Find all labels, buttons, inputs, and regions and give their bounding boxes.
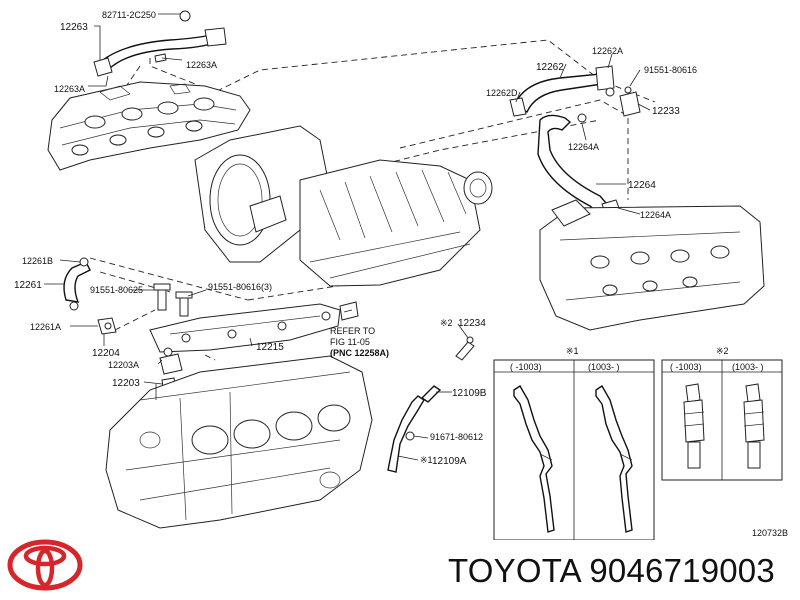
inset-1-left-header: ( -1003) [510,362,542,372]
intake-manifold [194,125,493,287]
hose-12263 [93,10,227,77]
label-12262: 12262 [536,62,564,73]
label-12204: 12204 [92,348,120,359]
figure-code: 120732B [752,528,788,538]
label-12203A: 12203A [108,360,139,370]
union-12234 [455,336,475,361]
hose-12261 [63,257,117,335]
label-12264A-lower: 12264A [640,210,671,220]
label-mark-2: ※2 [440,318,453,328]
cylinder-head-cover-right [539,199,765,331]
inset-2-mark: ※2 [716,346,729,356]
footer-part-number: TOYOTA 9046719003 [448,552,775,589]
hose-12262 [509,65,641,117]
refer-line-1: REFER TO [330,326,375,336]
label-12262D: 12262D [486,88,518,98]
label-12263A-lower: 12263A [54,84,85,94]
leader-lines [44,13,651,461]
label-82711-2C250: 82711-2C250 [102,10,156,20]
label-12203: 12203 [112,378,140,389]
label-91551-80616-3: 91551-80616(3) [208,282,272,292]
cylinder-head-cover-left [47,81,251,171]
label-12264: 12264 [628,180,656,191]
label-12261: 12261 [14,280,42,291]
refer-note: REFER TO FIG 11-05 (PNC 12258A) [330,326,389,358]
refer-line-3: (PNC 12258A) [330,348,389,358]
toyota-logo-mark [7,539,83,591]
part-labels: 82711-2C250 12263 12263A 12263A 12262 12… [14,10,697,467]
label-12233: 12233 [652,106,680,117]
inset-1-mark: ※1 [566,346,579,356]
refer-line-2: FIG 11-05 [330,337,370,347]
label-12263A-upper: 12263A [186,60,217,70]
label-12262A: 12262A [592,46,623,56]
toyota-logo [7,539,83,591]
inset-2-left-header: ( -1003) [670,362,702,372]
inset-1-right-header: (1003- ) [588,362,620,372]
label-12215: 12215 [256,342,284,353]
label-12261B: 12261B [22,256,53,266]
label-12263: 12263 [60,22,88,33]
inset-1: ※1 ( -1003) (1003- ) [493,346,655,540]
label-91671-80612: 91671-80612 [430,432,483,442]
parts-diagram: 82711-2C250 12263 12263A 12263A 12262 12… [14,10,788,540]
label-12109A: 12109A [432,456,467,467]
engine-block [105,355,373,529]
label-12264A-upper: 12264A [568,142,599,152]
inset-2: ※2 ( -1003) (1003- ) [661,346,783,481]
label-12261A: 12261A [30,322,61,332]
label-12109B: 12109B [452,388,487,399]
label-91551-80616: 91551-80616 [644,65,697,75]
label-mark-1: ※1 [420,455,433,465]
ventilation-tube-12109A [387,395,425,473]
hose-12109B [420,385,442,403]
label-12234: 12234 [458,318,486,329]
label-91551-80625: 91551-80625 [90,285,143,295]
inset-2-right-header: (1003- ) [732,362,764,372]
bolts [153,283,193,317]
